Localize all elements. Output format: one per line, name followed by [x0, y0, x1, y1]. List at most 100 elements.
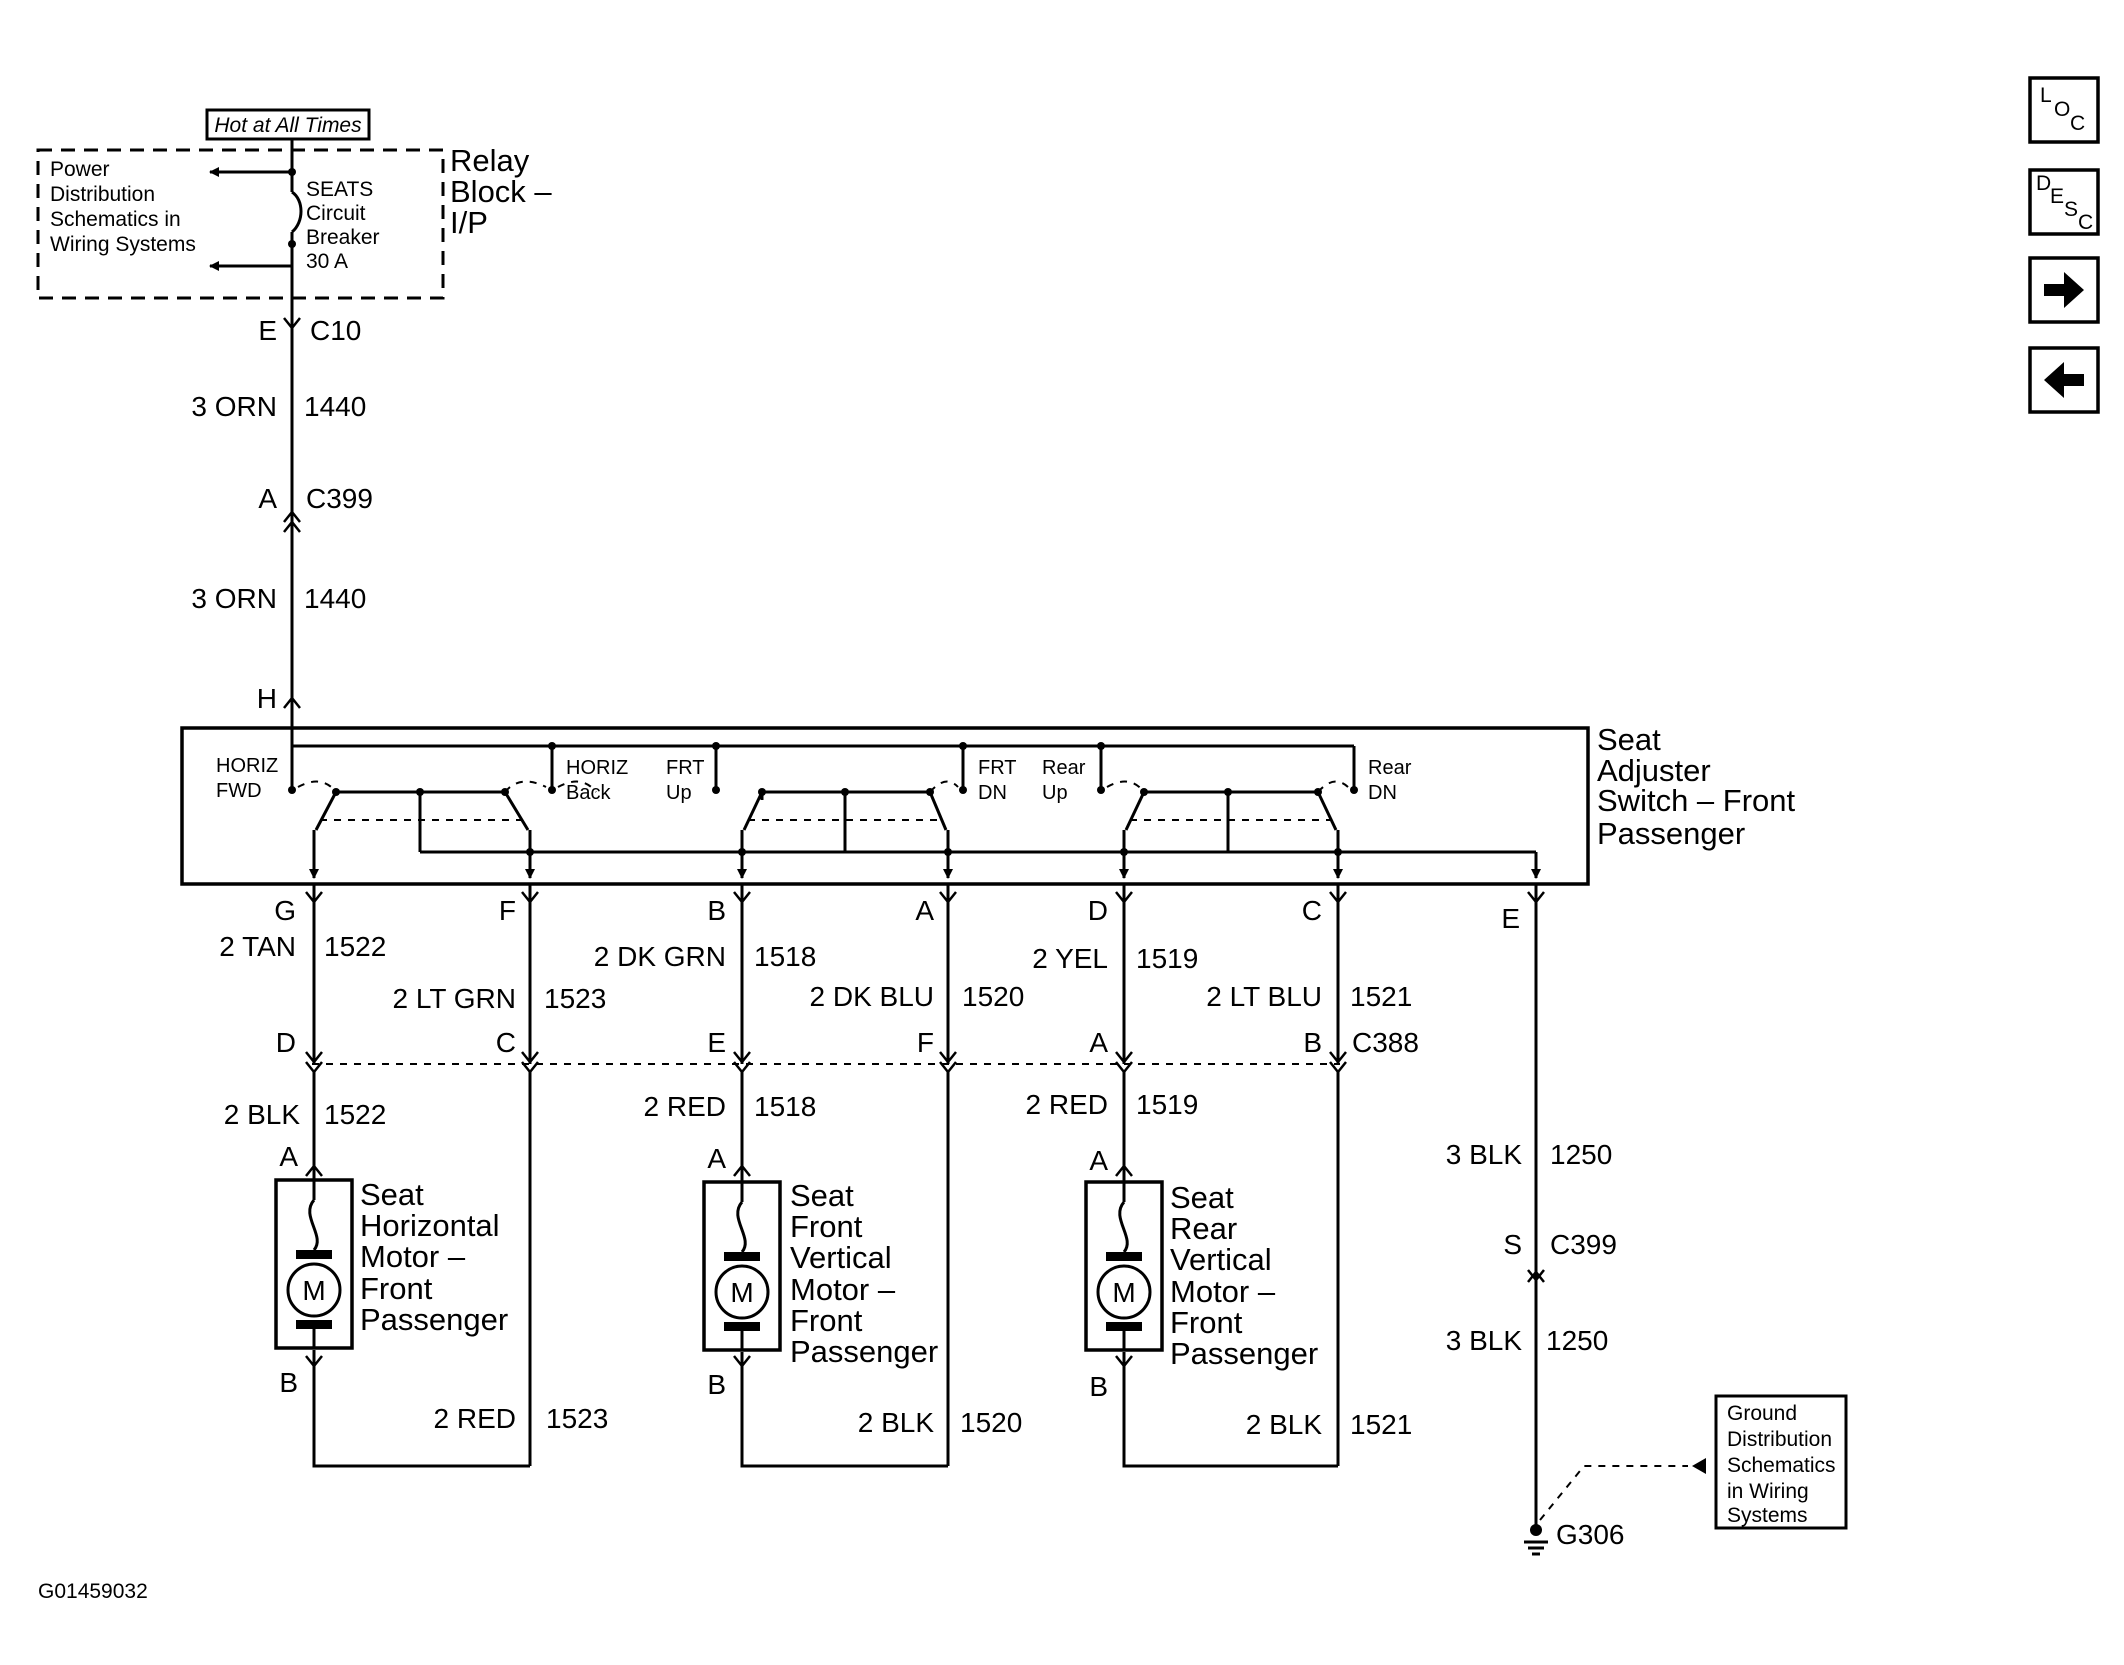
hot-at-all-times-label: Hot at All Times [214, 114, 362, 137]
c10-pin: E [258, 315, 277, 346]
desc-letter: E [2050, 185, 2064, 208]
switch-blade [1124, 791, 1146, 831]
wire-color-label: 2 LT BLU [1206, 981, 1322, 1012]
switch-blade [742, 791, 764, 831]
switch-node [926, 788, 934, 796]
switch-pin: B [707, 895, 726, 926]
switch-link-dashed [557, 780, 597, 793]
switch-node [738, 848, 746, 856]
motor-brush [296, 1320, 332, 1329]
motor-name-line: Vertical [1170, 1242, 1272, 1277]
motor-rear-vertical: M Seat Rear Vertical Motor – Front Passe… [1084, 1176, 1318, 1371]
wire-color-label: 3 BLK [1446, 1325, 1523, 1356]
breaker-line: Circuit [306, 202, 366, 225]
contact-label: FRT [666, 757, 705, 779]
switch-pin: D [1088, 895, 1108, 926]
feed-wire-circuit: 1440 [304, 391, 366, 422]
arrow-left-icon [2044, 362, 2084, 398]
switch-link-dashed [929, 780, 959, 793]
motor-pin-a: A [707, 1143, 726, 1174]
connector-c388: D C E F A B C388 [276, 1027, 1419, 1075]
motor-brush [724, 1252, 760, 1261]
switch-link-dashed [504, 780, 547, 793]
wire-color-label: 2 BLK [224, 1099, 301, 1130]
switch-contact [1350, 786, 1358, 794]
wire-color-label: 3 BLK [1446, 1139, 1523, 1170]
switch-contact [288, 786, 296, 794]
power-distribution-ref: Power Distribution Schematics in Wiring … [50, 158, 196, 256]
ground-ref-line: Schematics [1727, 1454, 1836, 1477]
desc-button-frame[interactable] [2028, 168, 2100, 236]
motor-name-line: Horizontal [360, 1208, 500, 1243]
motor-name-line: Rear [1170, 1211, 1237, 1246]
motor-name-line: Seat [1170, 1180, 1234, 1215]
motor-name-line: Passenger [360, 1302, 508, 1337]
motor-pin-a-symbols [305, 1163, 1133, 1177]
switch-blade [1316, 791, 1338, 831]
desc-letter: D [2036, 172, 2051, 195]
circuit-breaker-symbol [290, 190, 303, 234]
motor-front-vertical: M Seat Front Vertical Motor – Front Pass… [702, 1176, 938, 1369]
next-button[interactable] [2028, 256, 2100, 324]
splice-dot [548, 742, 556, 750]
c388-pin: C [496, 1027, 516, 1058]
connector-female-symbol [283, 317, 301, 331]
switch-contact [712, 786, 720, 794]
wire-color-label: 2 RED [1026, 1089, 1108, 1120]
feed-wire-color: 3 ORN [191, 583, 277, 614]
c399-ground-connector-symbol [1527, 1269, 1545, 1283]
c388-pin-symbols [305, 1051, 1347, 1075]
c388-pin: D [276, 1027, 296, 1058]
motor-thermal-breaker [308, 1199, 319, 1251]
connector-male-symbol [283, 509, 301, 533]
wire-circuit-label: 1523 [546, 1403, 608, 1434]
loc-letter: C [2070, 112, 2085, 135]
ground-ref-dashed-link [1539, 1465, 1688, 1521]
motor-brush [1106, 1322, 1142, 1331]
c399-label: C399 [1550, 1229, 1617, 1260]
motor-pin-b: B [1089, 1371, 1108, 1402]
loc-button-frame[interactable] [2028, 76, 2100, 144]
switch-pin: F [499, 895, 516, 926]
motor-name-line: Motor – [1170, 1274, 1276, 1309]
motor-pin-b-symbols [305, 1355, 1133, 1369]
contact-label: DN [1368, 782, 1397, 804]
relay-block-title-line: I/P [450, 205, 488, 240]
switch-node [758, 788, 766, 796]
c399-label: C399 [306, 483, 373, 514]
switch-node [416, 788, 424, 796]
relay-block-title-line: Block – [450, 174, 552, 209]
return-loop-1523 [312, 1350, 530, 1468]
relay-block: Hot at All Times Relay Block – I/P Power… [36, 108, 552, 300]
splice-dot [288, 240, 296, 248]
c399-pin: S [1503, 1229, 1522, 1260]
switch-title-line: Passenger [1597, 816, 1745, 851]
ground-circuit: 3 BLK 1250 S C399 3 BLK 1250 G306 Ground… [1446, 884, 1848, 1556]
switch-pin: A [915, 895, 934, 926]
ground-distribution-ref-box [1714, 1394, 1848, 1530]
switch-input-pin: H [257, 683, 277, 714]
switch-pin: C [1302, 895, 1322, 926]
c388-pin: A [1089, 1027, 1108, 1058]
switch-title-line: Switch – Front [1597, 783, 1796, 818]
breaker-line: 30 A [306, 250, 348, 273]
motor-thermal-breaker [736, 1201, 747, 1253]
wire-circuit-label: 1520 [962, 981, 1024, 1012]
prev-button[interactable] [2028, 346, 2100, 414]
power-dist-line: Wiring Systems [50, 233, 196, 256]
switch-pin: G [274, 895, 296, 926]
wire-circuit-label: 1250 [1546, 1325, 1608, 1356]
motor-brush [1106, 1252, 1142, 1261]
ground-ref-line: Distribution [1727, 1428, 1832, 1451]
switch-pair-rear [1106, 780, 1349, 879]
desc-button[interactable]: D E S C [2028, 168, 2100, 236]
loc-button[interactable]: L O C [2028, 76, 2100, 144]
contact-label: HORIZ [216, 755, 278, 777]
contact-label: Back [566, 782, 611, 804]
wire-circuit-label: 1519 [1136, 943, 1198, 974]
c10-label: C10 [310, 315, 361, 346]
motor-name-line: Motor – [360, 1239, 466, 1274]
feed-wire-circuit: 1440 [304, 583, 366, 614]
switch-title-line: Seat [1597, 722, 1661, 757]
